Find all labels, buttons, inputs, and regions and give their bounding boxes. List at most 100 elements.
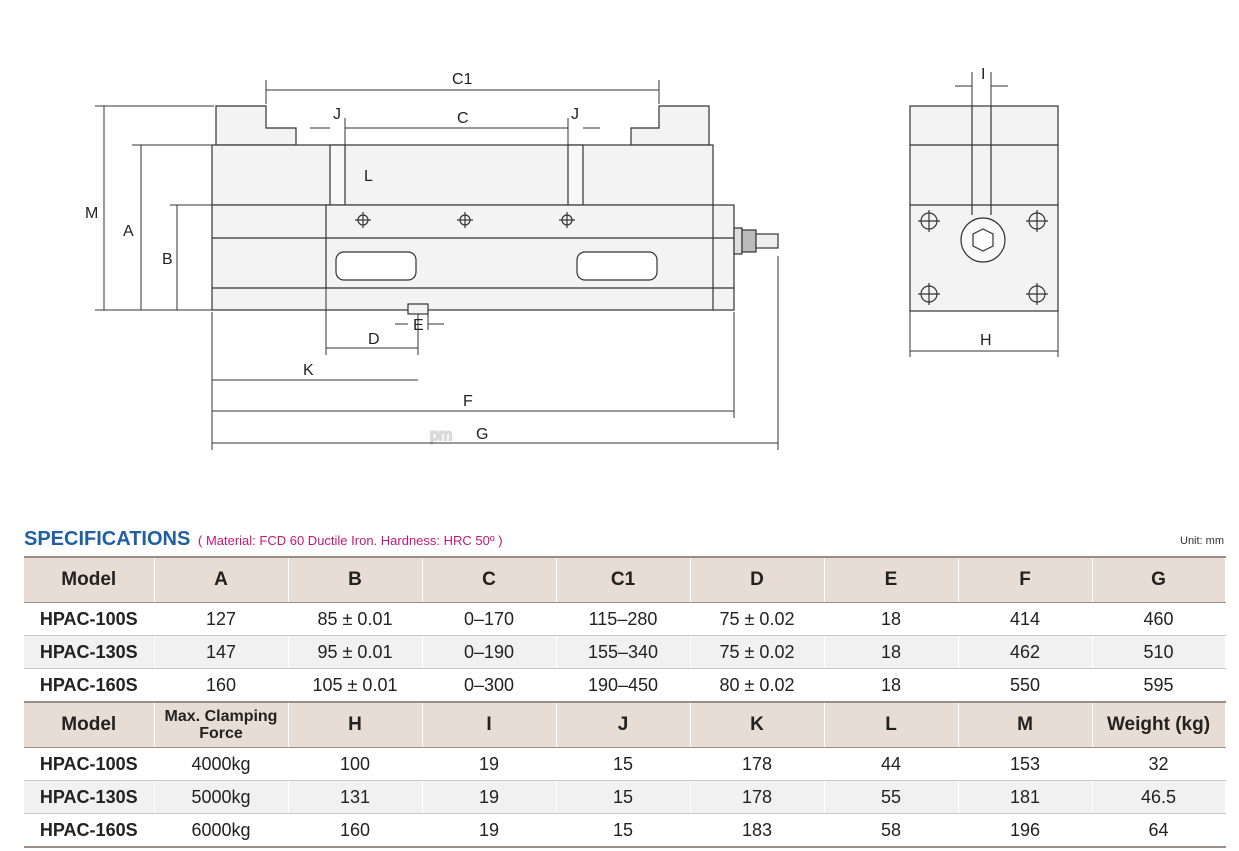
label-h: H <box>980 332 992 349</box>
table-cell: HPAC-100S <box>24 747 155 781</box>
table-cell: 190–450 <box>556 668 691 702</box>
label-j-left: J <box>333 106 341 123</box>
right-jaw <box>630 105 710 146</box>
table-header-cell: K <box>690 701 825 748</box>
label-g: G <box>476 426 488 443</box>
technical-drawing: pm shop <box>85 66 1059 450</box>
label-a: A <box>123 223 134 240</box>
label-c: C <box>457 110 469 127</box>
specifications-title: SPECIFICATIONS <box>24 528 191 550</box>
table-cell: 153 <box>958 747 1093 781</box>
table-cell: 46.5 <box>1092 780 1226 814</box>
table-row: HPAC-100S 127 85 ± 0.01 0–170 115–280 75… <box>24 602 1226 636</box>
dimension-labels: C1 C J J L M A B D E K F G I H <box>85 66 992 443</box>
label-f: F <box>463 393 473 410</box>
table-row: HPAC-160S 6000kg 160 19 15 183 58 196 64 <box>24 813 1226 848</box>
table-header-cell: Max. Clamping Force <box>154 701 289 748</box>
table-cell: 18 <box>824 602 959 636</box>
table-cell: 18 <box>824 668 959 702</box>
table-cell: 64 <box>1092 813 1226 848</box>
table-header-cell: F <box>958 556 1093 603</box>
table-header-cell: J <box>556 701 691 748</box>
jaw-plate-left <box>329 144 346 206</box>
table-cell: 100 <box>288 747 423 781</box>
table-header-cell: I <box>422 701 557 748</box>
watermark-line1: pm <box>430 427 452 444</box>
label-j-right: J <box>571 106 579 123</box>
table-header-cell: Model <box>24 701 155 748</box>
table-cell: 80 ± 0.02 <box>690 668 825 702</box>
table-row: HPAC-130S 147 95 ± 0.01 0–190 155–340 75… <box>24 635 1226 669</box>
label-i: I <box>981 66 985 83</box>
table-cell: 75 ± 0.02 <box>690 602 825 636</box>
table-cell: 178 <box>690 747 825 781</box>
table-header-cell: Weight (kg) <box>1092 701 1226 748</box>
table-cell: 196 <box>958 813 1093 848</box>
left-jaw <box>215 105 297 146</box>
table-cell: 15 <box>556 780 691 814</box>
table-cell: 462 <box>958 635 1093 669</box>
table-cell: 105 ± 0.01 <box>288 668 423 702</box>
side-dimension-lines <box>909 72 1059 357</box>
table-cell: 160 <box>154 668 289 702</box>
table-cell: 181 <box>958 780 1093 814</box>
upper-block <box>211 144 714 206</box>
specifications-header: SPECIFICATIONS ( Material: FCD 60 Ductil… <box>24 528 1224 552</box>
table-cell: 414 <box>958 602 1093 636</box>
table-cell: 127 <box>154 602 289 636</box>
table-row: HPAC-130S 5000kg 131 19 15 178 55 181 46… <box>24 780 1226 814</box>
table-header-cell: Model <box>24 556 155 603</box>
watermark: pm shop <box>429 426 453 445</box>
table-header-cell: B <box>288 556 423 603</box>
unit-label: Unit: mm <box>1180 535 1224 547</box>
hex-socket <box>972 228 994 252</box>
table-cell: 183 <box>690 813 825 848</box>
bolt-holes <box>355 212 575 228</box>
table-cell: 44 <box>824 747 959 781</box>
table-cell: 4000kg <box>154 747 289 781</box>
table-cell: 95 ± 0.01 <box>288 635 423 669</box>
jaw-plate-right <box>567 144 584 206</box>
table-header-cell: C1 <box>556 556 691 603</box>
table-cell: 18 <box>824 635 959 669</box>
table-cell: 85 ± 0.01 <box>288 602 423 636</box>
table-header-cell: E <box>824 556 959 603</box>
table-cell: 510 <box>1092 635 1226 669</box>
label-c1: C1 <box>452 71 473 88</box>
table-cell: 178 <box>690 780 825 814</box>
label-k: K <box>303 362 314 379</box>
table-cell: 131 <box>288 780 423 814</box>
specifications-subtitle: ( Material: FCD 60 Ductile Iron. Hardnes… <box>198 533 503 548</box>
table1-header-row: Model A B C C1 D E F G <box>24 556 1226 603</box>
table-cell: 0–190 <box>422 635 557 669</box>
table-cell: 55 <box>824 780 959 814</box>
table-cell: HPAC-100S <box>24 602 155 636</box>
table-cell: HPAC-160S <box>24 668 155 702</box>
table-header-cell: L <box>824 701 959 748</box>
table-cell: 58 <box>824 813 959 848</box>
table-cell: 550 <box>958 668 1093 702</box>
table-cell: HPAC-160S <box>24 813 155 848</box>
table-row: HPAC-160S 160 105 ± 0.01 0–300 190–450 8… <box>24 668 1226 702</box>
front-view <box>211 105 779 315</box>
table-header-cell: C <box>422 556 557 603</box>
label-m: M <box>85 205 98 222</box>
label-d: D <box>368 331 380 348</box>
table-header-cell: D <box>690 556 825 603</box>
side-holes <box>918 210 1048 305</box>
table-cell: 160 <box>288 813 423 848</box>
table2-header-row: Model Max. Clamping Force H I J K L M We… <box>24 701 1226 748</box>
slot-left <box>335 251 417 281</box>
side-body <box>909 105 1059 312</box>
table-cell: 595 <box>1092 668 1226 702</box>
table-cell: HPAC-130S <box>24 780 155 814</box>
shaft-end <box>755 233 779 249</box>
table-cell: 19 <box>422 747 557 781</box>
slot-right <box>576 251 658 281</box>
table-header-cell: A <box>154 556 289 603</box>
shaft-collar <box>733 227 743 255</box>
table-cell: 19 <box>422 813 557 848</box>
table-cell: 155–340 <box>556 635 691 669</box>
table-header-cell: G <box>1092 556 1226 603</box>
label-e: E <box>413 317 424 334</box>
